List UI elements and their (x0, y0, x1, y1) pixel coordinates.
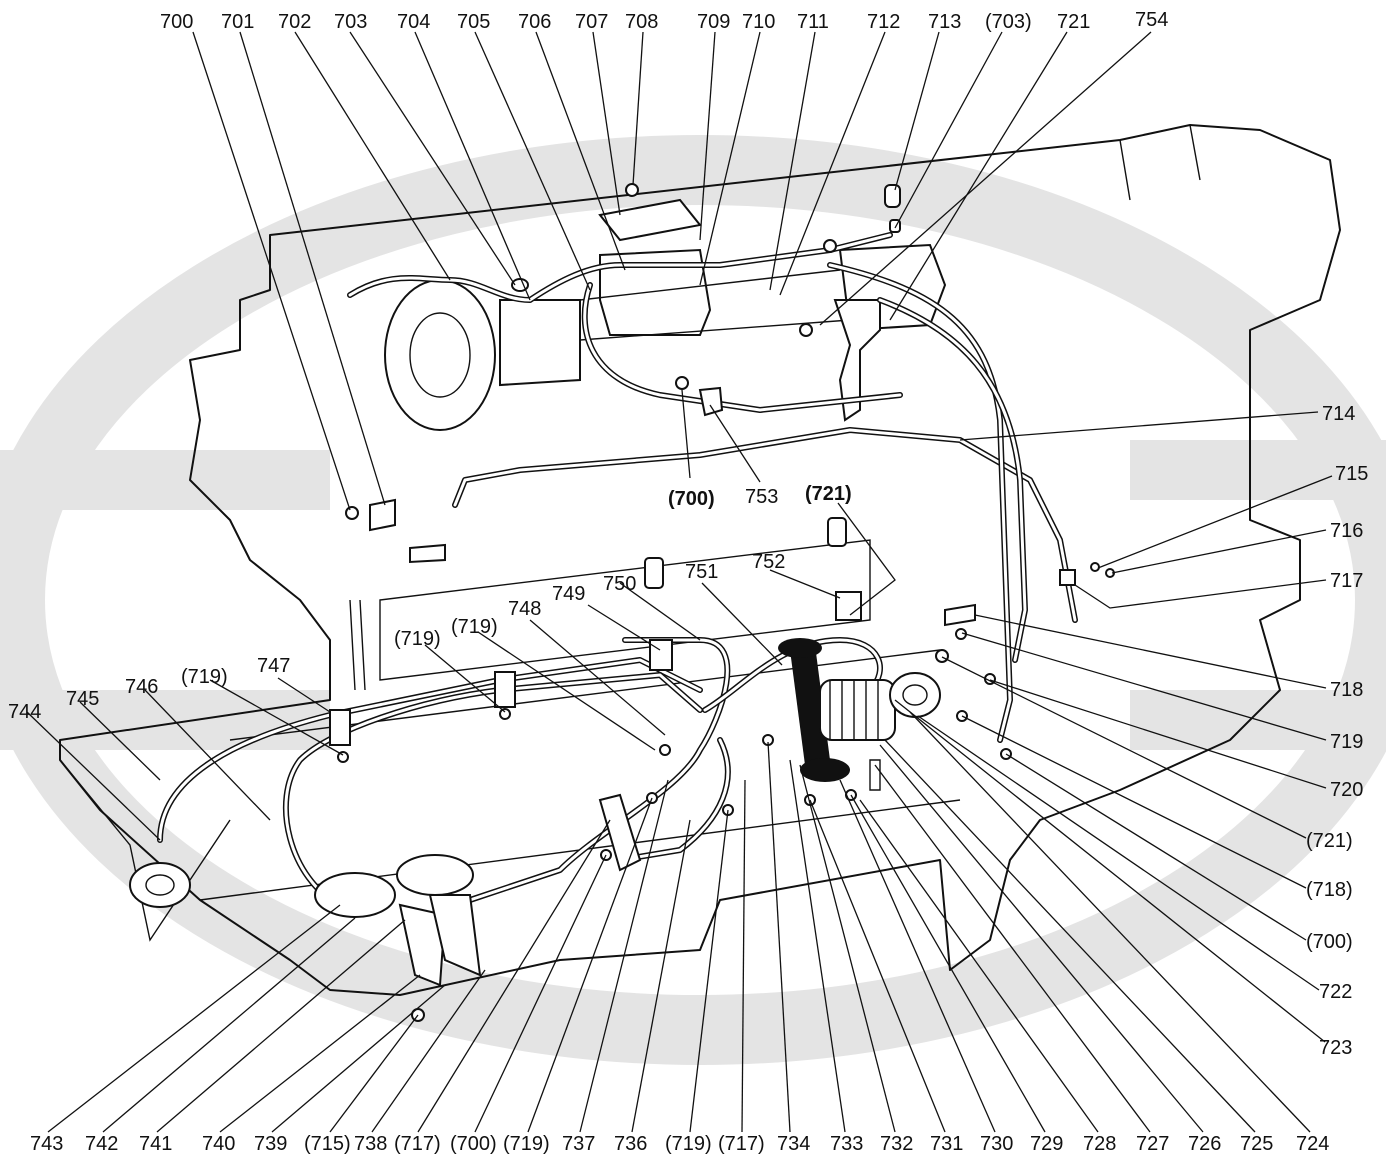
callout-label: (721) (805, 483, 852, 505)
callout-label: 707 (575, 11, 608, 33)
callout-label: 700 (160, 11, 193, 33)
screw-icons (329, 183, 1115, 1022)
leader-lines (26, 31, 1333, 1133)
cable-harness-icon (157, 232, 1078, 908)
callout-label: 754 (1135, 9, 1168, 31)
callout-label: 705 (457, 11, 490, 33)
callout-label: 746 (125, 676, 158, 698)
callout-label: 733 (830, 1133, 863, 1155)
callout-label: 721 (1057, 11, 1090, 33)
interior-callouts: 744 745 746 (719) 747 (719) (719) 748 74… (8, 483, 852, 723)
callout-label: 739 (254, 1133, 287, 1155)
callout-label: 702 (278, 11, 311, 33)
callout-label: 730 (980, 1133, 1013, 1155)
callout-label: 750 (603, 573, 636, 595)
callout-label: 738 (354, 1133, 387, 1155)
callout-label: 717 (1330, 570, 1363, 592)
callout-label: 712 (867, 11, 900, 33)
callout-label: 722 (1319, 981, 1352, 1003)
callout-label: 713 (928, 11, 961, 33)
callout-label: 706 (518, 11, 551, 33)
callout-label: 727 (1136, 1133, 1169, 1155)
callout-label: 709 (697, 11, 730, 33)
right-callouts: 714 715 716 717 718 719 720 (721) (718) … (1306, 403, 1368, 1059)
callout-label: 747 (257, 655, 290, 677)
callout-label: 752 (752, 551, 785, 573)
callout-label: 741 (139, 1133, 172, 1155)
callout-label: 753 (745, 486, 778, 508)
callout-label: 715 (1335, 463, 1368, 485)
callout-label: 728 (1083, 1133, 1116, 1155)
callout-label: (719) (665, 1133, 712, 1155)
callout-label: 749 (552, 583, 585, 605)
callout-label: (721) (1306, 830, 1353, 852)
top-callouts: 700 701 702 703 704 705 706 707 708 709 … (160, 9, 1168, 33)
lower-bracket-clamp-icon (314, 793, 642, 987)
callout-label: 718 (1330, 679, 1363, 701)
callout-label: 743 (30, 1133, 63, 1155)
callout-label: 751 (685, 561, 718, 583)
callout-label: 742 (85, 1133, 118, 1155)
callout-label: 710 (742, 11, 775, 33)
callout-label: (718) (1306, 879, 1353, 901)
callout-label: 744 (8, 701, 41, 723)
callout-label: (719) (181, 666, 228, 688)
callout-label: 726 (1188, 1133, 1221, 1155)
callout-label: 732 (880, 1133, 913, 1155)
callout-label: (717) (394, 1133, 441, 1155)
callout-label: 719 (1330, 731, 1363, 753)
callout-label: 723 (1319, 1037, 1352, 1059)
callout-label: 711 (797, 11, 829, 33)
callout-label: 703 (334, 11, 367, 33)
callout-label: 748 (508, 598, 541, 620)
callout-label: (719) (451, 616, 498, 638)
callout-label: 737 (562, 1133, 595, 1155)
callout-label: (719) (503, 1133, 550, 1155)
machine-body-outline (59, 124, 1341, 996)
callout-label: 708 (625, 11, 658, 33)
callout-label: 745 (66, 688, 99, 710)
callout-label: 740 (202, 1133, 235, 1155)
callout-label: 731 (930, 1133, 963, 1155)
bottom-callouts: 743 742 741 740 739 (715) 738 (717) (700… (30, 1133, 1329, 1155)
callout-label: (717) (718, 1133, 765, 1155)
callout-label: (719) (394, 628, 441, 650)
callout-label: 724 (1296, 1133, 1329, 1155)
callout-label: 714 (1322, 403, 1355, 425)
callout-label: 720 (1330, 779, 1363, 801)
callout-label: (703) (985, 11, 1032, 33)
callout-label: (700) (450, 1133, 497, 1155)
callout-label: (700) (1306, 931, 1353, 953)
callout-label: 701 (221, 11, 254, 33)
callout-label: (715) (304, 1133, 351, 1155)
callout-label: 716 (1330, 520, 1363, 542)
solenoid-coil-icon (778, 638, 941, 791)
callout-label: 736 (614, 1133, 647, 1155)
callout-label: 725 (1240, 1133, 1273, 1155)
callout-label: 704 (397, 11, 430, 33)
motor-housing-icon (384, 184, 947, 431)
callout-label: (700) (668, 488, 715, 510)
callout-label: 734 (777, 1133, 810, 1155)
callout-label: 729 (1030, 1133, 1063, 1155)
